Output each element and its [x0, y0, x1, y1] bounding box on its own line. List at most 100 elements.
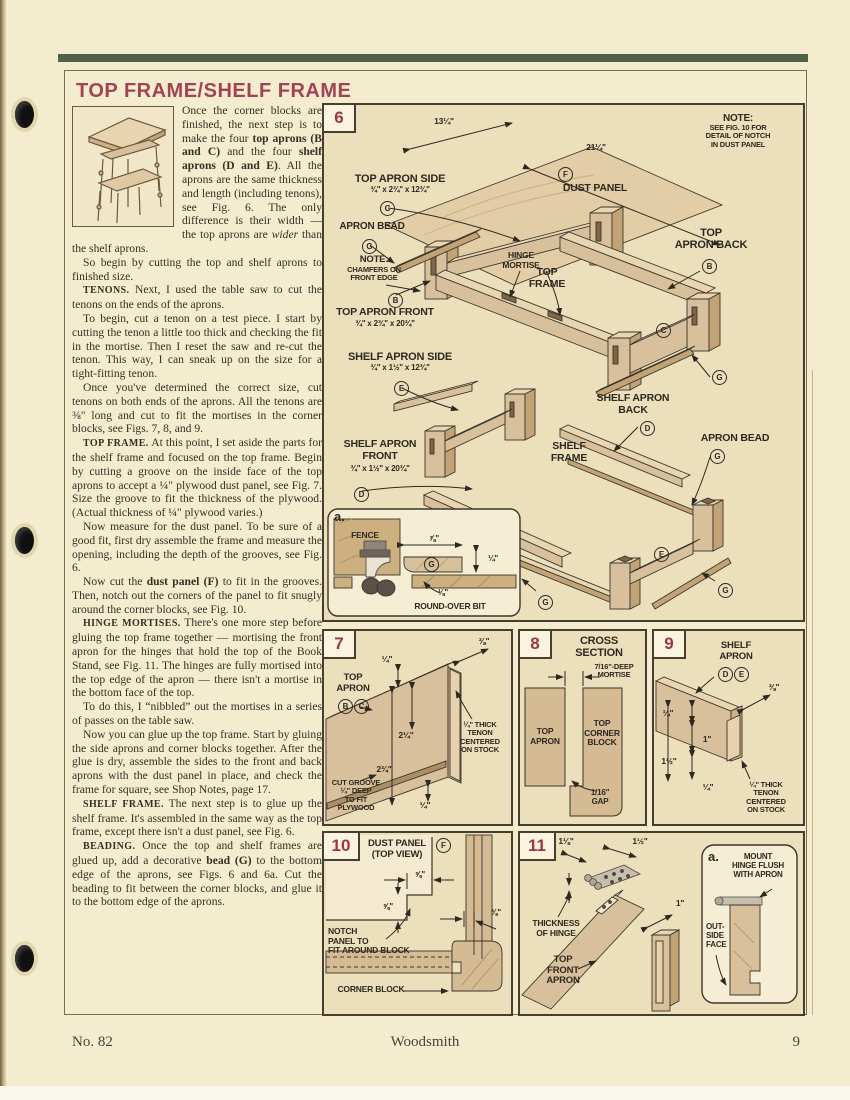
paragraph: Now measure for the dust panel. To be su… — [72, 519, 322, 575]
paragraph: So begin by cutting the top and shelf ap… — [72, 255, 322, 283]
part-letter-e: E — [734, 667, 749, 682]
dust-panel-label: DUST PANEL — [562, 182, 628, 194]
mount-hinge-note: MOUNT HINGE FLUSH WITH APRON — [731, 852, 785, 879]
figure-6: 6 13¼" 21¼" NOTE: SEE FIG. 10 FOR DETAIL… — [322, 103, 805, 622]
figure-6-number: 6 — [322, 103, 356, 133]
dim-1: 1" — [675, 898, 685, 908]
top-apron-front-dims: ¾" x 2¾" x 20¾" — [355, 319, 415, 328]
part-letter-f: F — [558, 167, 573, 182]
paragraph: Once the corner blocks are finished, the… — [72, 104, 322, 255]
shelf-apron-back-label: SHELF APRON BACK — [596, 392, 670, 416]
paragraph: TENONS. Next, I used the table saw to cu… — [72, 283, 322, 312]
mortise-note: 7/16"-DEEP MORTISE — [594, 662, 634, 680]
footer-issue: No. 82 — [72, 1034, 113, 1050]
part-letter-g: G — [538, 595, 553, 610]
figure-7: 7 ⅜" ¼" TOP APRON B C 2¼" 2¾" ¼" THICK T… — [322, 629, 513, 826]
dim-1: 1" — [702, 734, 712, 744]
binder-hole — [15, 101, 34, 128]
paragraph: TOP FRAME. At this point, I set aside th… — [72, 436, 322, 520]
article-paragraphs: Once the corner blocks are finished, the… — [72, 104, 322, 909]
dim-1-4-top: ¼" — [381, 654, 393, 664]
paragraph: SHELF FRAME. The next step is to glue up… — [72, 796, 322, 839]
part-letter-g: G — [712, 370, 727, 385]
apron-bead-right-label: APRON BEAD — [700, 432, 770, 444]
dim-3-8: ⅜" — [490, 908, 502, 917]
part-letter-b: B — [388, 293, 403, 308]
note-left-body: CHAMFERS ON FRONT EDGE — [347, 265, 401, 283]
figure-8-number: 8 — [518, 629, 552, 659]
paragraph: To begin, cut a tenon on a test piece. I… — [72, 311, 322, 381]
corner-block-label: CORNER BLOCK — [337, 984, 405, 994]
top-frame-label: TOP FRAME — [528, 266, 566, 290]
figure-9: 9 SHELF APRON D E ⅜" ¼" 1" 1½" ¼" ¼" THI… — [652, 629, 805, 826]
part-letter-b: B — [338, 699, 353, 714]
part-letter-b: B — [702, 259, 717, 274]
top-apron-label: TOP APRON — [336, 672, 370, 694]
dim-1-4: ¼" — [487, 554, 499, 563]
figure-11-number: 11 — [518, 831, 556, 861]
top-apron-back-label: TOP APRON BACK — [674, 227, 748, 252]
shelf-frame-label: SHELF FRAME — [550, 440, 588, 464]
header-rule — [58, 54, 808, 62]
paragraph: To do this, I “nibbled” out the mortises… — [72, 700, 322, 728]
binder-hole — [15, 527, 34, 554]
note-right-title: NOTE: — [722, 113, 754, 124]
outside-face-note: OUT- SIDE FACE — [706, 922, 727, 949]
top-apron-side-dims: ¾" x 2¾" x 12¾" — [370, 185, 430, 194]
book-stand-illustration — [72, 106, 174, 227]
dim-3-8: ⅜" — [478, 636, 490, 646]
dim-1-1-2: 1½" — [632, 836, 648, 846]
top-apron-front-label: TOP APRON FRONT — [336, 306, 434, 318]
part-letter-c: C — [380, 201, 395, 216]
tenon-note: ¼" THICK TENON CENTERED ON STOCK — [460, 720, 500, 755]
dim-7-8: ⅞" — [428, 534, 440, 543]
paragraph: BEADING. Once the top and shelf frames a… — [72, 839, 322, 909]
inset-a-tag: a. — [334, 509, 345, 524]
apron-bead-left-label: APRON BEAD — [339, 221, 405, 232]
top-front-apron-label: TOP FRONT APRON — [546, 954, 580, 987]
paragraph: Now cut the dust panel (F) to fit in the… — [72, 575, 322, 616]
part-letter-g: G — [424, 557, 439, 572]
figure-7-number: 7 — [322, 629, 356, 659]
paragraph: HINGE MORTISES. There's one more step be… — [72, 616, 322, 700]
dim-1-4-bottom: ¼" — [419, 800, 431, 810]
hinge-thickness-note: THICKNESS OF HINGE — [532, 918, 580, 938]
part-letter-d: D — [354, 487, 369, 502]
shelf-apron-label: SHELF APRON — [719, 640, 753, 662]
fence-label: FENCE — [351, 530, 379, 540]
hinge-mortise-label: HINGE MORTISE — [502, 250, 540, 270]
figure-11: 11 1⅛" 1½" THICKNESS OF HINGE 1" TOP FRO… — [518, 831, 805, 1016]
part-letter-c: C — [354, 699, 369, 714]
page-curl-line — [812, 370, 813, 1015]
figure-6-drawing — [327, 121, 732, 617]
groove-note: CUT GROOVE ¼" DEEP TO FIT PLYWOOD — [331, 778, 381, 813]
figure-9-number: 9 — [652, 629, 686, 659]
gap-note: 1/16" GAP — [590, 788, 610, 806]
figure-7-drawing — [325, 648, 489, 822]
note-left-title: NOTE: — [359, 254, 389, 265]
notch-note: NOTCH PANEL TO FIT AROUND BLOCK — [328, 926, 410, 956]
dim-1-4-top: ¼" — [662, 708, 674, 718]
corner-block-label: TOP CORNER BLOCK — [584, 718, 620, 748]
binder-hole — [15, 945, 34, 972]
shelf-apron-front-label: SHELF APRON FRONT — [343, 438, 417, 462]
top-view-label: (TOP VIEW) — [371, 849, 423, 860]
dim-21-1-4: 21¼" — [586, 142, 606, 152]
figure-11-drawing — [521, 844, 798, 1012]
shelf-apron-front-dims: ¾" x 1½" x 20¾" — [350, 464, 410, 473]
dim-2-1-4: 2¼" — [398, 730, 414, 740]
inset-a-tag: a. — [708, 849, 719, 864]
top-apron-label: TOP APRON — [530, 726, 560, 746]
part-letter-d: D — [718, 667, 733, 682]
page-edge — [0, 0, 7, 1100]
part-letter-g: G — [362, 239, 377, 254]
dim-1-1-2: 1½" — [661, 756, 677, 766]
figure-8-drawing — [524, 671, 623, 817]
dim-13-1-4: 13¼" — [434, 116, 454, 126]
part-letter-g: G — [710, 449, 725, 464]
dim-1-4-bottom: ¼" — [702, 782, 714, 792]
figure-10: 10 DUST PANEL F (TOP VIEW) ⅝" ⅝" ⅜" NOTC… — [322, 831, 513, 1016]
shelf-apron-side-dims: ¾" x 1½" x 12¾" — [370, 363, 430, 372]
dim-3-8: ⅜" — [768, 682, 780, 692]
footer-page-number: 9 — [792, 1034, 801, 1050]
